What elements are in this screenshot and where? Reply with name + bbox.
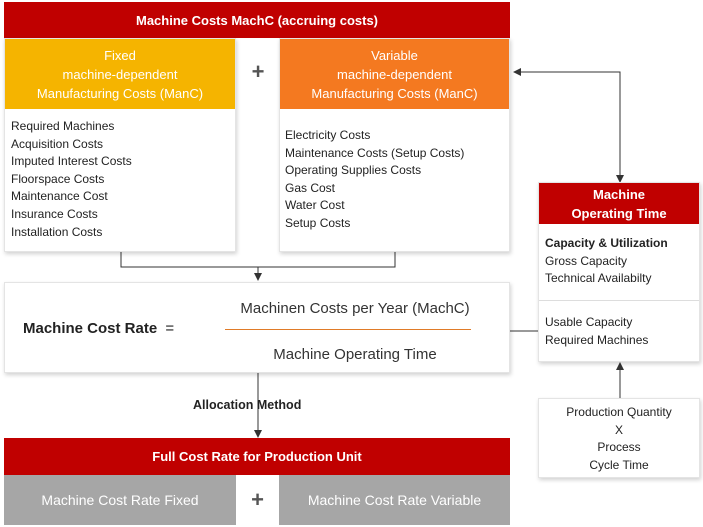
- variable-header-line: Variable: [371, 47, 418, 63]
- variable-costs-list: Electricity Costs Maintenance Costs (Set…: [280, 109, 509, 233]
- machine-costs-title: Machine Costs MachC (accruing costs): [4, 2, 510, 38]
- capacity-title: Capacity & Utilization: [545, 236, 668, 250]
- fixed-header-line: machine-dependent: [62, 66, 178, 82]
- operating-time-header: Machine Operating Time: [539, 183, 699, 224]
- list-item: Required Machines: [11, 119, 115, 133]
- usable-capacity-section: Usable Capacity Required Machines: [539, 301, 699, 349]
- list-item: Insurance Costs: [11, 206, 98, 221]
- formula-numerator: Machinen Costs per Year (MachC): [240, 300, 470, 317]
- list-item: Technical Availabilty: [545, 271, 652, 286]
- machine-cost-rate-label: Machine Cost Rate =: [23, 320, 174, 337]
- formula-box: Machine Cost Rate = Machinen Costs per Y…: [4, 282, 510, 373]
- production-lines: Production Quantity X Process Cycle Time: [539, 399, 699, 474]
- operating-time-box: Machine Operating Time Capacity & Utiliz…: [538, 182, 700, 362]
- list-item: Setup Costs: [285, 215, 351, 230]
- cost-rate-fixed-box: Machine Cost Rate Fixed: [4, 475, 236, 525]
- capacity-section: Capacity & Utilization Gross Capacity Te…: [539, 224, 699, 300]
- fixed-costs-header: Fixed machine-dependent Manufacturing Co…: [5, 39, 235, 109]
- operating-header-line: Operating Time: [571, 205, 667, 221]
- fixed-costs-list: Required Machines Acquisition Costs Impu…: [5, 109, 235, 241]
- list-item: Acquisition Costs: [11, 136, 104, 151]
- variable-to-operating-arrow: [513, 68, 621, 180]
- allocation-method-label: Allocation Method: [193, 398, 302, 412]
- fixed-header-line: Manufacturing Costs (ManC): [36, 85, 204, 101]
- list-item: Usable Capacity: [545, 315, 633, 329]
- fixed-header-line: Fixed: [104, 47, 136, 63]
- variable-costs-header: Variable machine-dependent Manufacturing…: [280, 39, 509, 109]
- formula-denominator: Machine Operating Time: [273, 346, 437, 363]
- fraction-line: [225, 329, 471, 330]
- list-item: Electricity Costs: [285, 128, 371, 142]
- operating-header-line: Machine: [592, 186, 645, 202]
- list-item: Floorspace Costs: [11, 171, 105, 186]
- equals-sign: =: [165, 320, 175, 337]
- variable-header-line: machine-dependent: [337, 66, 452, 82]
- production-box: Production Quantity X Process Cycle Time: [538, 398, 700, 478]
- list-item: Water Cost: [285, 198, 345, 213]
- bracket-connector: [120, 252, 396, 268]
- list-item: Gross Capacity: [545, 253, 628, 268]
- plus-sign: +: [251, 59, 265, 84]
- list-item: Maintenance Cost: [11, 189, 108, 204]
- production-line: Cycle Time: [589, 457, 649, 472]
- list-item: Gas Cost: [285, 180, 336, 195]
- list-item: Imputed Interest Costs: [11, 154, 132, 169]
- list-item: Maintenance Costs (Setup Costs): [285, 145, 465, 160]
- list-item: Installation Costs: [11, 224, 103, 239]
- cost-rate-variable-box: Machine Cost Rate Variable: [279, 475, 510, 525]
- formula-label: Machine Cost Rate: [23, 320, 158, 337]
- variable-costs-box: Variable machine-dependent Manufacturing…: [279, 38, 510, 252]
- production-line: Process: [597, 440, 641, 455]
- list-item: Required Machines: [545, 332, 649, 347]
- list-item: Operating Supplies Costs: [285, 163, 422, 178]
- variable-header-line: Manufacturing Costs (ManC): [311, 85, 478, 101]
- full-cost-title: Full Cost Rate for Production Unit: [4, 438, 510, 475]
- fixed-costs-box: Fixed machine-dependent Manufacturing Co…: [4, 38, 236, 252]
- production-line: Production Quantity: [566, 405, 672, 419]
- production-line: X: [614, 422, 623, 437]
- section-divider: [539, 300, 699, 301]
- plus-sign-bottom: +: [251, 487, 264, 512]
